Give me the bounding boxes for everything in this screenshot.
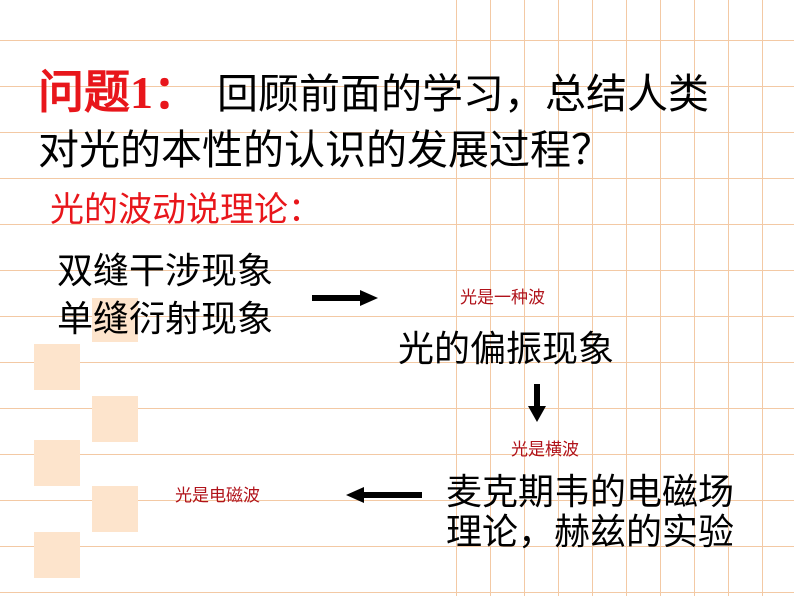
arrow-left-icon [346,487,422,503]
grid-line [490,0,491,596]
grid-line [0,454,794,455]
grid-line [0,132,794,133]
arrow-down-icon [528,384,546,422]
grid-line [762,0,763,596]
grid-line [524,0,525,596]
grid-line [694,0,695,596]
grid-line [0,592,794,593]
maxwell-theory-line-1: 麦克期韦的电磁场 [446,472,735,513]
grid-line [0,408,794,409]
accent-square [92,396,138,442]
grid-line [0,40,794,41]
arrow-right-icon [312,290,378,306]
question-label: 问题1： [38,67,199,118]
conclusion-is-transverse: 光是横波 [511,440,579,460]
grid-line [0,546,794,547]
grid-line [456,0,457,596]
accent-square [34,532,80,578]
grid-line [0,362,794,363]
grid-line [558,0,559,596]
conclusion-is-em-wave: 光是电磁波 [175,486,260,506]
grid-line [0,86,794,87]
grid-line [626,0,627,596]
double-slit-label: 双缝干涉现象 [57,251,274,292]
accent-square [34,344,80,390]
maxwell-theory-line-2: 理论，赫兹的实验 [446,512,735,553]
grid-line [660,0,661,596]
accent-square [34,440,80,486]
accent-square [92,486,138,532]
grid-line [0,178,794,179]
conclusion-is-wave: 光是一种波 [460,288,545,308]
section-subtitle: 光的波动说理论： [50,190,322,230]
grid-line [0,500,794,501]
grid-line [0,224,794,225]
question-line-2: 对光的本性的认识的发展过程？ [38,126,612,174]
single-slit-label: 单缝衍射现象 [57,299,274,340]
grid-line [0,270,794,271]
question-text: 回顾前面的学习，总结人类 [217,70,709,118]
question-line-1: 问题1： 回顾前面的学习，总结人类 [38,70,709,116]
accent-square [92,298,138,342]
polarization-label: 光的偏振现象 [398,329,615,370]
grid-line [728,0,729,596]
grid-line [0,316,794,317]
grid-line [592,0,593,596]
